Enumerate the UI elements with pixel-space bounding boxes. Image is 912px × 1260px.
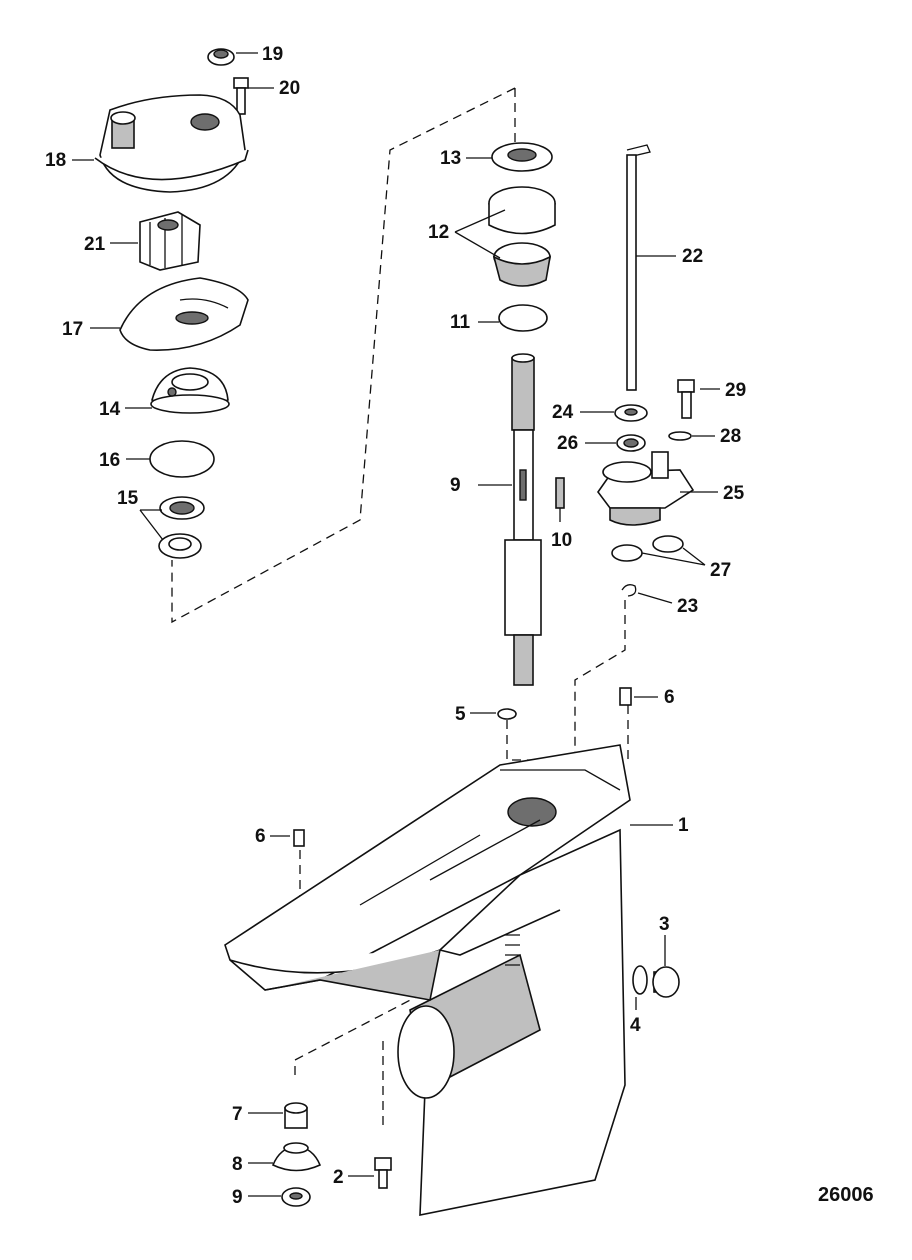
callout-4: 4 (630, 1015, 641, 1036)
callout-29: 28 (720, 426, 741, 447)
callout-10: 9 (450, 475, 461, 496)
callout-21: 20 (279, 78, 300, 99)
callout-13: 12 (428, 222, 449, 243)
callout-24: 23 (677, 596, 698, 617)
callout-1: 1 (678, 815, 689, 836)
part-28-rings (611, 535, 684, 562)
callout-11: 10 (551, 530, 572, 551)
callout-20: 19 (262, 44, 283, 65)
part-10-drive-shaft (504, 353, 542, 686)
callout-23: 22 (682, 246, 703, 267)
callout-6-lower: 6 (255, 826, 266, 847)
leader-lines (72, 52, 720, 1197)
part-14-retainer-nut (491, 142, 553, 172)
part-3-plug (652, 966, 680, 998)
callout-labels: 19 20 18 21 17 14 16 15 13 12 11 9 10 22… (45, 44, 746, 1208)
callout-8: 8 (232, 1154, 243, 1175)
part-21-bolt (233, 77, 249, 115)
part-18-face-plate (119, 277, 249, 351)
figure-number: 26006 (818, 1184, 874, 1206)
part-29-o-ring (668, 431, 692, 441)
part-7-bushing (284, 1102, 308, 1129)
part-27-seal (616, 434, 646, 452)
part-5-washer (497, 708, 517, 720)
part-22-impeller (139, 211, 201, 271)
callout-6-upper: 6 (664, 687, 675, 708)
callout-12: 11 (450, 312, 471, 333)
callout-9: 9 (232, 1187, 243, 1208)
part-15-seal-housing (150, 367, 230, 414)
callout-22: 21 (84, 234, 106, 255)
callout-16: 15 (117, 488, 139, 509)
callout-2: 2 (333, 1167, 344, 1188)
part-1-gear-housing (224, 744, 631, 1216)
part-6-dowel-pins (293, 687, 632, 847)
part-16-oil-seals (158, 496, 205, 559)
callout-27: 26 (557, 433, 578, 454)
part-2-screw (374, 1157, 392, 1189)
part-8-cone-washer (271, 1142, 322, 1172)
part-11-key (555, 477, 565, 509)
part-25-washer (614, 404, 648, 422)
callout-28: 27 (710, 560, 731, 581)
part-13-tapered-bearing (488, 186, 556, 287)
part-12-ring (498, 304, 548, 332)
callout-14: 13 (440, 148, 461, 169)
callout-15: 14 (99, 399, 121, 420)
callout-7: 7 (232, 1104, 243, 1125)
callout-30: 29 (725, 380, 746, 401)
part-30-bolt (677, 379, 695, 419)
callout-26: 25 (723, 483, 745, 504)
part-26-bushing-housing (597, 451, 695, 526)
part-24-clip (621, 584, 637, 597)
part-20-nut (207, 48, 235, 66)
callout-19: 18 (45, 150, 66, 171)
part-19-pump-housing (94, 94, 249, 193)
callout-18: 17 (62, 319, 83, 340)
callout-25: 24 (552, 402, 574, 423)
part-4-washer (632, 965, 648, 995)
callout-3: 3 (659, 914, 670, 935)
part-9-nut (281, 1187, 311, 1207)
callout-17: 16 (99, 450, 120, 471)
part-23-shift-shaft (626, 144, 651, 391)
part-17-o-ring (149, 440, 215, 478)
callout-5: 5 (455, 704, 466, 725)
